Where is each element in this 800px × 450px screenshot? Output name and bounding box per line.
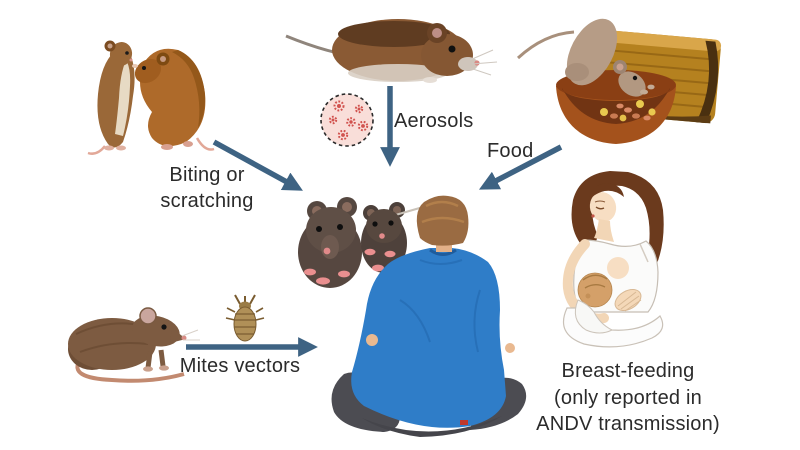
breastfeeding-mother-image xyxy=(562,171,664,348)
sitting-man-image xyxy=(331,195,527,437)
label-breastfeeding: Breast-feeding (only reported in ANDV tr… xyxy=(528,358,728,438)
label-mites-vectors: Mites vectors xyxy=(179,355,301,377)
mouse-feeding-bowl-image xyxy=(516,18,722,144)
label-line: (only reported in xyxy=(554,386,702,409)
wood-mouse-image xyxy=(285,19,498,83)
label-aerosols: Aerosols xyxy=(394,110,474,132)
label-biting-scratching: Biting or scratching xyxy=(142,162,272,214)
label-food: Food xyxy=(487,140,534,162)
biting-arrow xyxy=(212,139,303,191)
food-arrow xyxy=(478,144,563,190)
label-line: Biting or xyxy=(169,164,245,186)
label-line: ANDV transmission) xyxy=(536,413,720,435)
label-line: scratching xyxy=(160,190,254,212)
mite-icon xyxy=(225,294,265,342)
label-line: Breast-feeding xyxy=(561,360,695,382)
fighting-mice-image xyxy=(87,40,215,155)
virus-particles xyxy=(328,100,369,141)
aerosol-virus-circle-icon xyxy=(320,93,374,147)
rat-image xyxy=(68,307,200,383)
